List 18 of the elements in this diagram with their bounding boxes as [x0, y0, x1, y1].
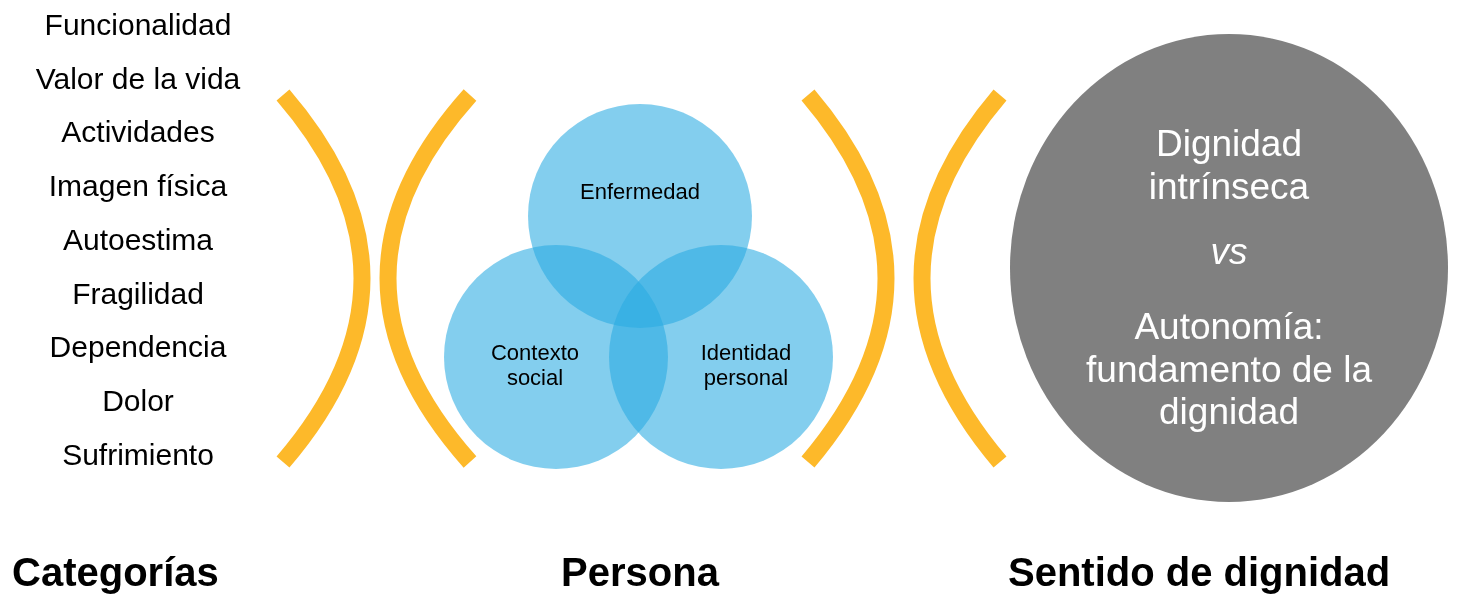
- node-text: vs: [1209, 230, 1249, 274]
- node-text: Enfermedad: [579, 179, 701, 205]
- category-item: Dependencia: [49, 330, 227, 365]
- category-item: Valor de la vida: [35, 61, 241, 96]
- category-item: Dolor: [102, 383, 174, 418]
- category-item: Sufrimiento: [62, 437, 214, 472]
- category-item: Autoestima: [62, 222, 214, 257]
- node-text: Contexto social: [489, 339, 581, 391]
- section-heading: Categorías: [12, 549, 219, 595]
- category-item: Actividades: [61, 115, 215, 150]
- node-text: Autonomía: fundamento de la dignidad: [1085, 306, 1373, 434]
- category-item: Imagen física: [48, 169, 228, 204]
- section-heading: Sentido de dignidad: [1008, 549, 1391, 595]
- category-item: Funcionalidad: [44, 8, 232, 42]
- section-heading: Persona: [561, 549, 719, 595]
- node-text: Dignidad intrínseca: [1147, 123, 1311, 209]
- category-item: Fragilidad: [72, 276, 204, 311]
- node-text: Identidad personal: [699, 339, 793, 391]
